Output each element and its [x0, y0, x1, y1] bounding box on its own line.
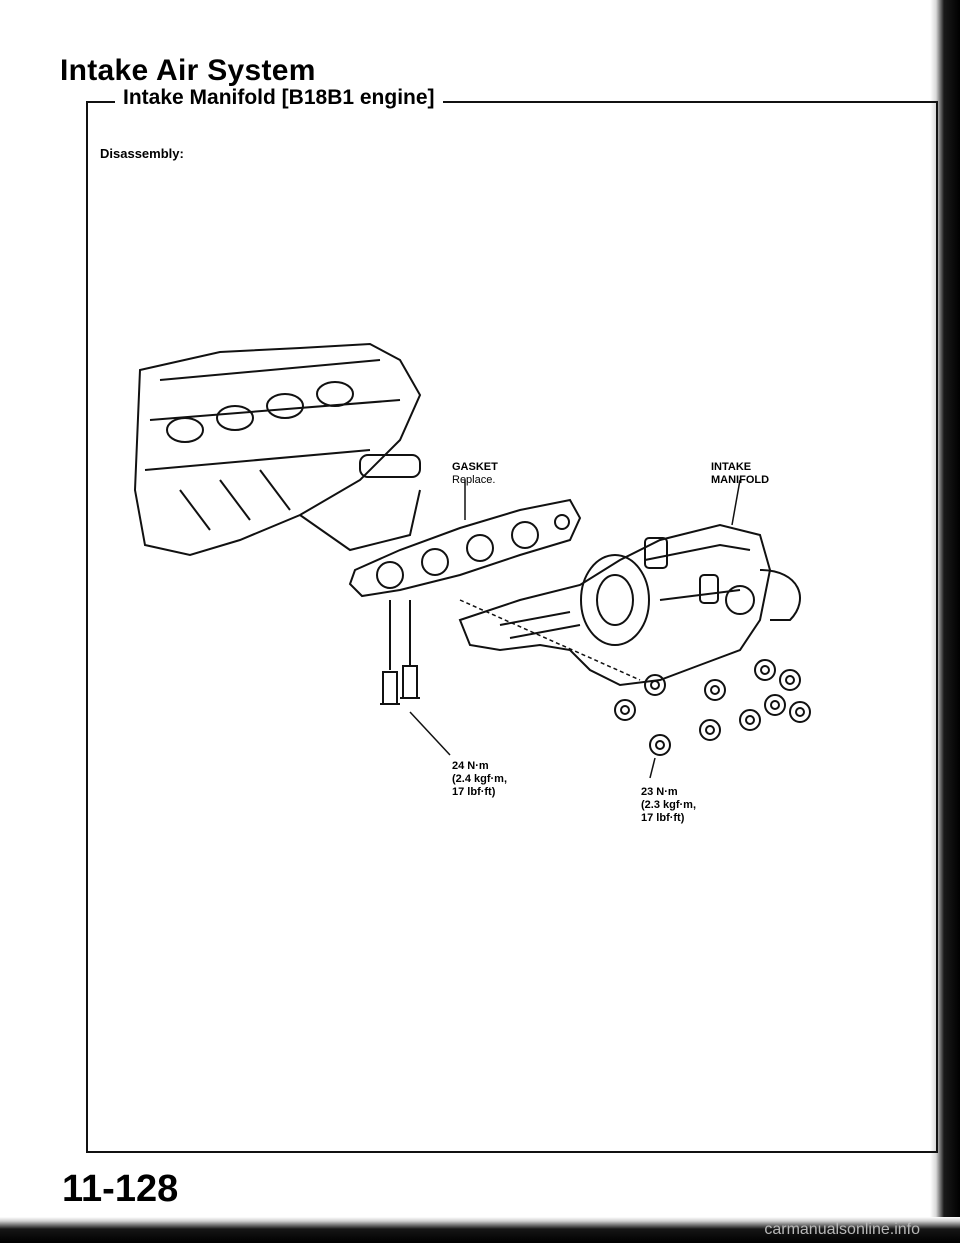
nut-torque-spec: 23 N·m (2.3 kgf·m, 17 lbf·ft)	[641, 786, 696, 825]
page-number: 11-128	[62, 1168, 179, 1210]
disassembly-label: Disassembly:	[100, 146, 184, 161]
intake-manifold-callout: INTAKE MANIFOLD	[711, 461, 769, 487]
leader-lines	[409, 479, 741, 779]
section-subtitle: Intake Manifold [B18B1 engine]	[115, 86, 443, 110]
gasket-replace-note: Replace.	[452, 474, 496, 486]
content-frame	[86, 101, 938, 1153]
bolt-drawings	[380, 600, 420, 705]
watermark: carmanualsonline.info	[764, 1221, 920, 1238]
bolt-torque-spec: 24 N·m (2.4 kgf·m, 17 lbf·ft)	[452, 760, 507, 799]
nut-torque-kgfm: (2.3 kgf·m,	[641, 799, 697, 811]
cylinder-head-drawing	[133, 342, 422, 557]
intake-manifold-exploded-diagram	[133, 342, 811, 779]
gasket-drawing	[348, 498, 582, 598]
gasket-callout: GASKET Replace.	[452, 461, 498, 487]
intake-manifold-label-line2: MANIFOLD	[711, 474, 770, 486]
intake-manifold-drawing	[458, 523, 801, 687]
nut-torque-lbfft: 17 lbf·ft)	[641, 812, 685, 824]
bolt-torque-lbfft: 17 lbf·ft)	[452, 786, 496, 798]
page-title: Intake Air System	[60, 54, 316, 87]
scan-edge-bottom	[0, 1217, 960, 1243]
bolt-torque-nm: 24 N·m	[452, 760, 489, 772]
scan-edge-right	[930, 0, 960, 1243]
nut-torque-nm: 23 N·m	[641, 786, 678, 798]
gasket-label: GASKET	[452, 461, 498, 473]
bolt-torque-kgfm: (2.4 kgf·m,	[452, 773, 508, 785]
intake-manifold-label-line1: INTAKE	[711, 461, 752, 473]
nut-drawings	[614, 659, 811, 756]
